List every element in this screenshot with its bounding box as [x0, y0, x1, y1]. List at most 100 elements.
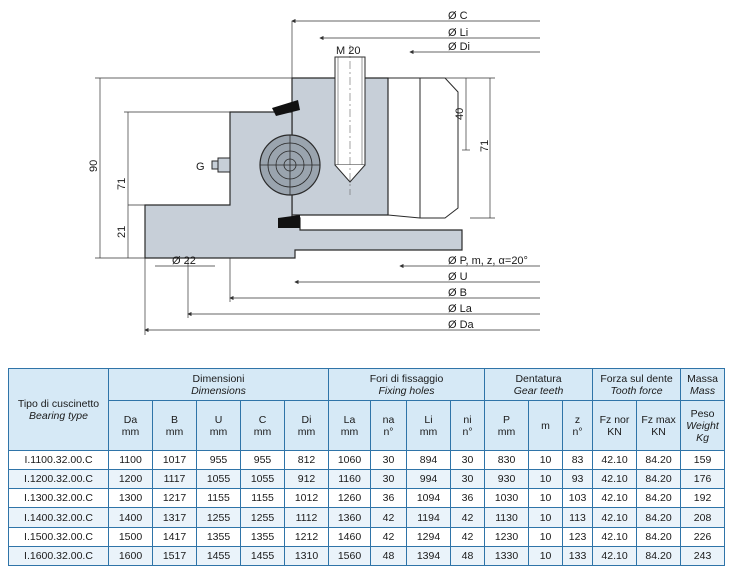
bearing-model-cell: I.1500.32.00.C	[8, 526, 109, 547]
table-cell: 36	[370, 488, 407, 509]
table-cell: 176	[680, 469, 726, 490]
fixing-hole	[334, 45, 366, 195]
table-cell: 1355	[196, 526, 241, 547]
seal-bottom	[278, 215, 300, 228]
header-tooth-force: Forza sul dente Tooth force	[592, 368, 682, 401]
table-cell: 84.20	[636, 545, 682, 567]
table-cell: 1217	[152, 488, 197, 509]
dim-label-u: Ø U	[448, 271, 468, 283]
table-cell: 10	[528, 449, 564, 471]
table-cell: 1155	[196, 488, 241, 509]
dim-label-90: 90	[88, 160, 100, 172]
table-cell: 48	[370, 545, 407, 567]
table-cell: 42	[449, 507, 486, 528]
bearing-model-cell: I.1200.32.00.C	[8, 469, 109, 490]
header-dimensions: Dimensioni Dimensions	[108, 368, 329, 401]
table-cell: 1194	[406, 507, 451, 528]
table-cell: 1600	[108, 545, 153, 567]
table-cell: 30	[449, 469, 486, 490]
table-cell: 1294	[406, 526, 451, 547]
table-cell: 42.10	[592, 469, 638, 490]
header-gear-teeth: Dentatura Gear teeth	[484, 368, 594, 401]
table-cell: 1300	[108, 488, 153, 509]
dim-label-da: Ø Da	[448, 319, 475, 331]
table-cell: 10	[528, 507, 564, 528]
table-cell: 1355	[240, 526, 285, 547]
table-cell: 1130	[484, 507, 530, 528]
table-cell: 1417	[152, 526, 197, 547]
table-cell: 1330	[484, 545, 530, 567]
column-header: m	[528, 400, 564, 451]
table-cell: 1460	[328, 526, 371, 547]
table-cell: 84.20	[636, 449, 682, 471]
table-cell: 1310	[284, 545, 329, 567]
table-cell: 930	[484, 469, 530, 490]
dimension-lines	[95, 18, 540, 335]
dim-label-b: Ø B	[448, 287, 467, 299]
table-cell: 1112	[284, 507, 329, 528]
bearing-spec-table: Tipo di cuscinetto Bearing type Dimensio…	[8, 368, 726, 567]
table-cell: 30	[370, 469, 407, 490]
table-cell: 42	[370, 507, 407, 528]
table-cell: 208	[680, 507, 726, 528]
table-cell: 48	[449, 545, 486, 567]
table-cell: 42.10	[592, 449, 638, 471]
table-cell: 84.20	[636, 507, 682, 528]
table-cell: 10	[528, 526, 564, 547]
table-cell: 93	[562, 469, 594, 490]
table-cell: 243	[680, 545, 726, 567]
table-cell: 42	[370, 526, 407, 547]
bearing-model-cell: I.1400.32.00.C	[8, 507, 109, 528]
table-cell: 103	[562, 488, 594, 509]
table-cell: 1317	[152, 507, 197, 528]
table-cell: 1455	[196, 545, 241, 567]
table-cell: 1360	[328, 507, 371, 528]
table-cell: 42.10	[592, 507, 638, 528]
table-cell: 42.10	[592, 545, 638, 567]
table-cell: 955	[196, 449, 241, 471]
dim-label-71-right: 71	[479, 140, 491, 152]
rolling-ball	[259, 134, 321, 196]
grease-nipple-label: G	[196, 161, 205, 173]
table-cell: 192	[680, 488, 726, 509]
table-cell: 42.10	[592, 526, 638, 547]
dim-label-21: 21	[116, 226, 128, 238]
table-cell: 1012	[284, 488, 329, 509]
table-cell: 1017	[152, 449, 197, 471]
header-mass: Massa Mass	[680, 368, 726, 401]
table-cell: 830	[484, 449, 530, 471]
table-cell: 1255	[196, 507, 241, 528]
table-cell: 1260	[328, 488, 371, 509]
table-cell: 912	[284, 469, 329, 490]
dim-label-li: Ø Li	[448, 27, 468, 39]
dim-label-p-m-z: Ø P, m, z, α=20°	[448, 255, 528, 267]
table-cell: 1055	[196, 469, 241, 490]
dim-label-m20: M 20	[336, 45, 360, 57]
bearing-model-cell: I.1300.32.00.C	[8, 488, 109, 509]
table-cell: 113	[562, 507, 594, 528]
table-cell: 36	[449, 488, 486, 509]
dim-label-71-left: 71	[116, 178, 128, 190]
dim-label-40: 40	[454, 108, 466, 120]
table-cell: 84.20	[636, 526, 682, 547]
table-cell: 1517	[152, 545, 197, 567]
dim-label-22: Ø 22	[172, 255, 196, 267]
table-cell: 133	[562, 545, 594, 567]
table-cell: 226	[680, 526, 726, 547]
table-cell: 159	[680, 449, 726, 471]
bearing-model-cell: I.1600.32.00.C	[8, 545, 109, 567]
table-cell: 10	[528, 469, 564, 490]
